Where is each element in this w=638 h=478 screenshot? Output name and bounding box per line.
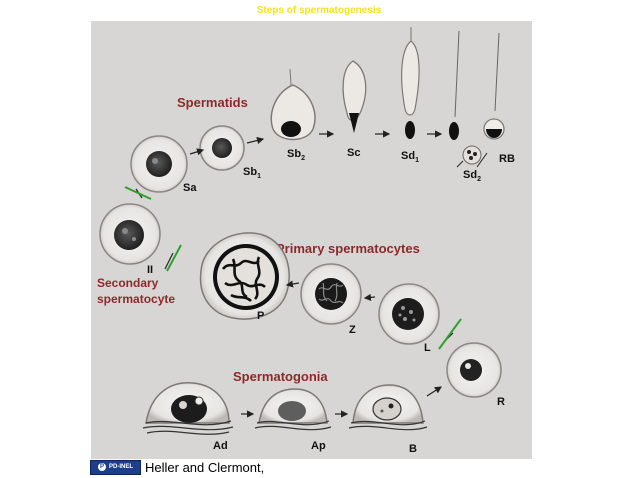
cell-b [348,384,428,431]
label-ap: Ap [311,440,326,452]
logo-text: PD-INEL [109,464,133,470]
division-marker-3 [438,318,462,350]
cell-p [199,232,290,320]
cell-z [300,263,362,325]
cell-ap [254,388,332,431]
heading-spermatids: Spermatids [177,95,248,110]
division-marker-2 [164,244,182,272]
label-z: Z [349,324,356,336]
figure-footer: P PD-INEL Heller and Clermont, [90,458,264,476]
cell-sa [130,135,188,193]
cell-ad [142,382,234,435]
heading-secondary-line2: spermatocyte [97,292,175,306]
label-sb1: Sb1 [243,166,261,180]
label-sc: Sc [347,147,360,159]
label-r: R [497,396,505,408]
label-l: L [424,342,431,354]
label-sd1: Sd1 [401,150,419,164]
label-sa: Sa [183,182,197,194]
cell-l [378,283,440,345]
cell-sb2 [270,68,316,141]
label-sd2: Sd2 [463,169,481,183]
cell-r [446,342,502,398]
cell-sd2 [449,30,505,168]
label-p: P [257,310,264,322]
cell-sb1 [199,125,245,171]
heading-spermatogonia: Spermatogonia [233,369,328,384]
spermatogenesis-diagram: Spermatids Primary spermatocytes Seconda… [91,21,532,459]
label-rb: RB [499,153,515,165]
division-marker-1 [124,186,152,200]
label-ii: II [147,264,153,276]
label-ad: Ad [213,440,228,452]
figure-title: Steps of spermatogenesis [256,5,382,16]
public-domain-icon: P [98,463,106,471]
credit-text: Heller and Clermont, [145,459,265,475]
cell-sd1 [401,27,420,139]
cell-sc [342,60,367,133]
public-domain-logo: P PD-INEL [90,459,141,475]
label-sb2: Sb2 [287,148,305,162]
cell-secondary-spermatocyte [99,203,161,265]
heading-primary-spermatocytes: Primary spermatocytes [276,241,420,256]
label-b: B [409,443,417,455]
diagram-canvas: Spermatids Primary spermatocytes Seconda… [97,27,515,455]
heading-secondary-line1: Secondary [97,276,159,290]
